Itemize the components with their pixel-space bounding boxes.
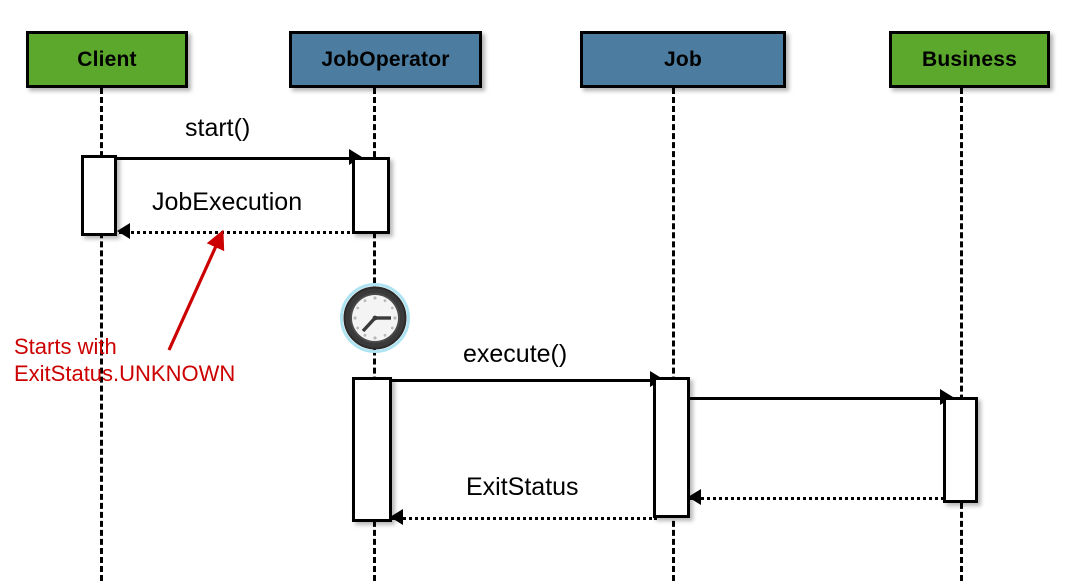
message-line-job-to-business [688, 397, 953, 400]
participant-job[interactable]: Job [580, 31, 786, 88]
activation-bar-business [943, 397, 978, 503]
participant-business[interactable]: Business [889, 31, 1050, 88]
lifeline-business [960, 88, 963, 581]
message-line-execute [390, 379, 663, 382]
activation-bar-joboperator-top [352, 157, 390, 234]
message-label-jobexecution: JobExecution [152, 188, 303, 216]
message-line-exitstatus [392, 517, 657, 520]
message-label-start: start() [185, 114, 251, 142]
message-arrowhead-exitstatus [390, 509, 403, 525]
message-line-jobexecution [119, 231, 356, 234]
participant-client[interactable]: Client [26, 31, 188, 88]
annotation-text-line1: Starts with [14, 334, 117, 359]
message-line-business-to-job [690, 497, 950, 500]
annotation-text-line2: ExitStatus.UNKNOWN [14, 361, 236, 386]
message-arrowhead-jobexecution [117, 223, 130, 239]
annotation-arrow [167, 229, 225, 351]
participant-joboperator-label: JobOperator [321, 47, 450, 71]
activation-bar-job [653, 377, 690, 518]
participant-client-label: Client [77, 47, 137, 71]
message-label-execute: execute() [463, 340, 568, 368]
message-line-start [117, 157, 362, 160]
participant-job-label: Job [664, 47, 702, 71]
clock-icon [340, 283, 410, 353]
participant-joboperator[interactable]: JobOperator [289, 31, 482, 88]
lifeline-job [672, 88, 675, 581]
message-label-exitstatus: ExitStatus [466, 473, 579, 501]
message-arrowhead-business-to-job [688, 489, 701, 505]
participant-business-label: Business [922, 47, 1017, 71]
lifeline-client [100, 88, 103, 581]
activation-bar-joboperator-bottom [352, 377, 392, 522]
activation-bar-client [81, 155, 117, 236]
